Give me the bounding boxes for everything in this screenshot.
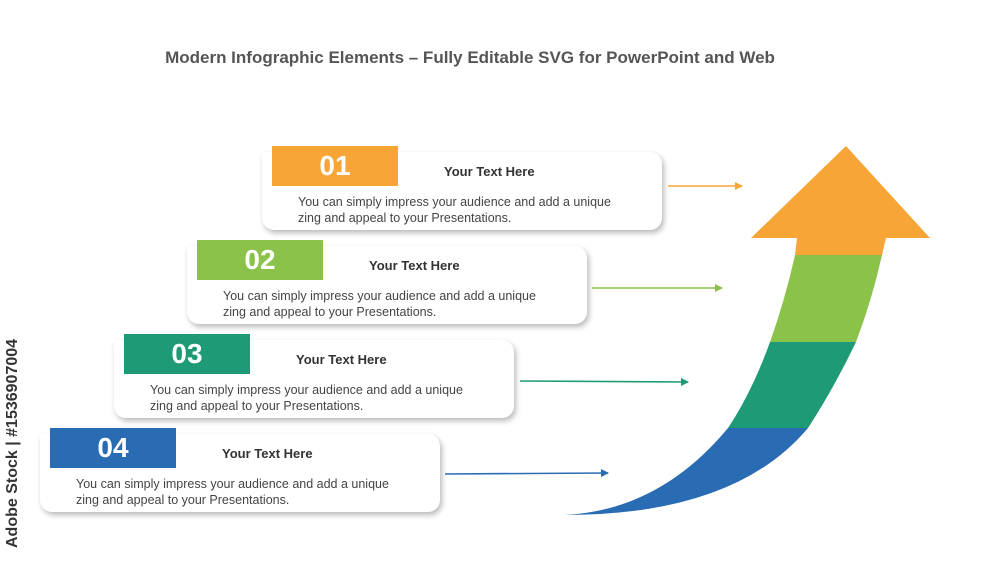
step-card-04: 04 Your Text Here You can simply impress…: [40, 428, 440, 512]
arrow-segment-04: [565, 428, 808, 515]
step-description-line-1: You can simply impress your audience and…: [223, 289, 536, 303]
arrow-segment-02: [770, 255, 882, 342]
step-heading-04: Your Text Here: [222, 446, 313, 461]
step-description-03: You can simply impress your audience and…: [150, 382, 500, 414]
step-description-line-2: zing and appeal to your Presentations.: [223, 305, 437, 319]
step-description-02: You can simply impress your audience and…: [223, 288, 573, 320]
step-card-03: 03 Your Text Here You can simply impress…: [114, 334, 514, 418]
step-badge-01: 01: [272, 146, 398, 186]
step-heading-03: Your Text Here: [296, 352, 387, 367]
step-heading-01: Your Text Here: [444, 164, 535, 179]
step-badge-03: 03: [124, 334, 250, 374]
step-badge-04: 04: [50, 428, 176, 468]
step-description-line-2: zing and appeal to your Presentations.: [76, 493, 290, 507]
page-title: Modern Infographic Elements – Fully Edit…: [165, 48, 775, 67]
connector-arrow-03: [519, 377, 689, 386]
step-description-line-1: You can simply impress your audience and…: [298, 195, 611, 209]
step-description-line-2: zing and appeal to your Presentations.: [150, 399, 364, 413]
step-description-line-1: You can simply impress your audience and…: [76, 477, 389, 491]
connector-arrow-04: [444, 469, 609, 478]
step-description-01: You can simply impress your audience and…: [298, 194, 648, 226]
watermark-label: Adobe Stock | #1536907004: [4, 338, 21, 548]
step-description-line-1: You can simply impress your audience and…: [150, 383, 463, 397]
arrow-head: [751, 146, 930, 255]
step-card-01: 01 Your Text Here You can simply impress…: [262, 146, 662, 230]
step-description-04: You can simply impress your audience and…: [76, 476, 426, 508]
step-card-02: 02 Your Text Here You can simply impress…: [187, 240, 587, 324]
step-heading-02: Your Text Here: [369, 258, 460, 273]
arrow-segment-03: [728, 342, 856, 428]
step-description-line-2: zing and appeal to your Presentations.: [298, 211, 512, 225]
step-badge-02: 02: [197, 240, 323, 280]
